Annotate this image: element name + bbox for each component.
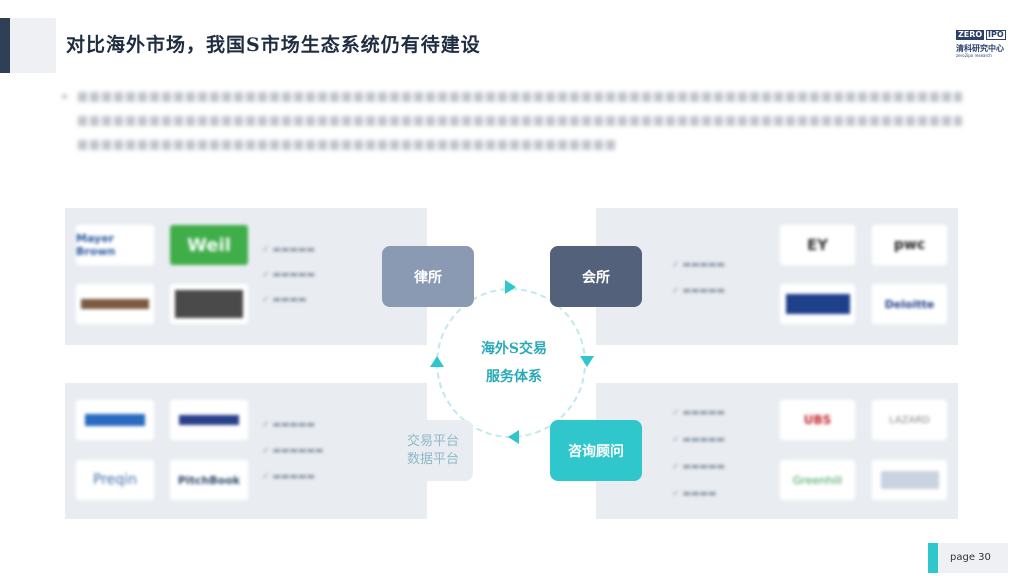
arrow-down-icon — [580, 356, 594, 367]
logo-card — [170, 284, 248, 324]
logo-card — [872, 460, 947, 500]
consulting-node: 咨询顾问 — [550, 420, 642, 481]
arrow-right-icon — [505, 280, 516, 294]
logo-card: EY — [780, 225, 855, 265]
title-accent-bar — [0, 18, 10, 73]
arrow-up-icon — [430, 356, 444, 367]
logo-ipo: IPO — [986, 30, 1006, 40]
accounting-bullets: ✓ ▬▬▬▬▬✓ ▬▬▬▬▬ — [672, 260, 725, 296]
logo-zero: ZERO — [956, 30, 985, 40]
logo-card: LAZARD — [872, 400, 947, 440]
consulting-bullets: ✓ ▬▬▬▬▬✓ ▬▬▬▬▬✓ ▬▬▬▬▬✓ ▬▬▬▬ — [672, 408, 725, 499]
logo-card: Mayer Brown — [76, 225, 154, 265]
logo-card: Greenhill — [780, 460, 855, 500]
zero2ipo-logo: ZERO IPO 清科研究中心 zero2ipo research — [956, 30, 1008, 60]
logo-card — [170, 400, 248, 440]
logo-card — [76, 284, 154, 324]
logo-card: Preqin — [76, 460, 154, 500]
data-line-2: 数据平台 — [406, 451, 459, 467]
data-line-1: 交易平台 — [406, 433, 459, 449]
logo-card — [780, 284, 855, 324]
logo-en: zero2ipo research — [956, 53, 992, 58]
center-line-2: 服务体系 — [486, 369, 542, 385]
law-bullets: ✓ ▬▬▬▬▬✓ ▬▬▬▬▬✓ ▬▬▬▬ — [262, 245, 315, 305]
data-bullets: ✓ ▬▬▬▬▬✓ ▬▬▬▬▬▬✓ ▬▬▬▬▬ — [262, 420, 324, 482]
center-line-1: 海外S交易 — [480, 341, 548, 357]
logo-card: UBS — [780, 400, 855, 440]
title-accent-block — [10, 18, 56, 73]
logo-card: Weil — [170, 225, 248, 265]
law-firm-node: 律所 — [382, 246, 474, 307]
bullet-dot — [62, 94, 67, 99]
logo-card: Deloitte — [872, 284, 947, 324]
page-number: page 30 — [950, 552, 991, 563]
center-label: 海外S交易 服务体系 — [464, 335, 564, 391]
logo-card: pwc — [872, 225, 947, 265]
logo-card: PitchBook — [170, 460, 248, 500]
page-title: 对比海外市场，我国S市场生态系统仍有待建设 — [66, 34, 481, 56]
intro-paragraph — [62, 92, 962, 164]
page-number-box: page 30 — [928, 543, 1008, 573]
logo-cn: 清科研究中心 — [956, 44, 1004, 53]
accounting-firm-node: 会所 — [550, 246, 642, 307]
logo-card — [76, 400, 154, 440]
page-accent-bar — [928, 543, 938, 573]
arrow-left-icon — [508, 430, 519, 444]
data-platform-node: 交易平台 数据平台 — [393, 420, 473, 481]
